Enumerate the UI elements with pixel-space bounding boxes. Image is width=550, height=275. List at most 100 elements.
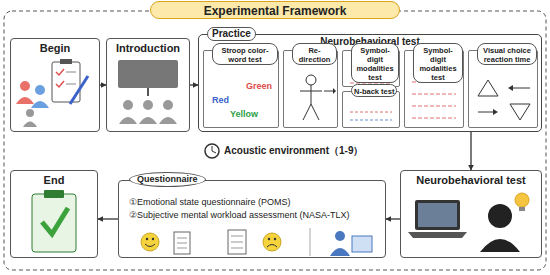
box-title: Re-direction: [292, 43, 337, 65]
introduction-icon: [118, 60, 178, 124]
test-group-box: PracticeNeurobehavioral testStroop color…: [198, 34, 542, 132]
box-title: Symbol-digit modalities test: [351, 43, 399, 83]
test-icon-part: [408, 232, 467, 238]
flow-arrow: [98, 218, 118, 219]
reaction-symbols-part: [512, 88, 530, 89]
redirection-figure-part: [303, 104, 311, 120]
flow-arrow: [470, 132, 471, 170]
end-icon-part: [32, 194, 76, 252]
outer-frame: [4, 11, 546, 270]
box-title: Visual choice reaction time: [477, 43, 537, 65]
introduction-icon-part: [123, 100, 133, 110]
redirection-figure-part: [300, 91, 322, 92]
box-text: ②Subjective mental workload assessment (…: [129, 209, 377, 222]
redirection-figure-part: [324, 91, 333, 92]
redirection-figure-part: [333, 88, 336, 94]
questionnaire-icons-part: [310, 228, 311, 256]
begin-icon-part: [60, 59, 72, 64]
begin-icon: [16, 59, 88, 127]
test-icon-part: [480, 239, 520, 252]
questionnaire-icons-part: [141, 233, 159, 251]
questionnaire-icons-part: [335, 231, 345, 241]
test-icon-part: [418, 203, 457, 227]
box-title: N-back test: [351, 84, 397, 97]
test-box: Symbol-digit modalities test: [342, 50, 400, 87]
box-title: Questionnaire: [129, 172, 206, 187]
test-box: Visual choice reaction time: [468, 50, 538, 128]
outer-frame-part: [4, 11, 546, 270]
test-box: Symbol-digit modalities test: [404, 50, 464, 128]
box-title: Stroop color-word test: [212, 43, 278, 65]
questionnaire-icons-part: [267, 245, 277, 248]
begin-icon-part: [56, 81, 64, 87]
introduction-icon-part: [139, 117, 157, 124]
questionnaire-icons-part: [145, 244, 155, 247]
questionnaire-icons-part: [268, 238, 270, 240]
stage-box: Begin: [10, 38, 100, 132]
questionnaire-icons-part: [177, 243, 187, 244]
introduction-icon-part: [159, 117, 177, 124]
reaction-symbols-part: [493, 109, 498, 115]
questionnaire-icons-part: [231, 236, 243, 237]
introduction-icon-part: [119, 117, 137, 124]
introduction-icon-part: [118, 60, 178, 88]
end-icon: [32, 190, 76, 252]
questionnaire-box: Questionnaire①Emotional state questionna…: [118, 180, 386, 258]
questionnaire-icons-part: [274, 238, 276, 240]
begin-icon-part: [56, 69, 64, 75]
reaction-symbols-part: [510, 104, 530, 120]
test-icon-part: [519, 207, 525, 211]
questionnaire-icons-part: [352, 236, 372, 252]
questionnaire-icons-part: [263, 233, 281, 251]
questionnaire-icons-part: [231, 242, 243, 243]
test-icon-part: [515, 193, 529, 207]
reaction-symbols: [478, 80, 530, 120]
questionnaire-icons-part: [177, 238, 187, 239]
digit-scribbles-part: [350, 120, 392, 121]
stage-box: Introduction: [106, 38, 190, 132]
introduction-icon-part: [143, 100, 153, 110]
clock-icon-part: [212, 151, 216, 153]
box-title: End: [11, 171, 97, 187]
reaction-symbols-part: [478, 80, 498, 96]
redirection-figure-part: [306, 75, 316, 85]
clock-icon-part: [212, 146, 213, 151]
questionnaire-icons-part: [174, 232, 190, 254]
end-icon-part: [44, 190, 64, 198]
digit-scribbles: [350, 82, 456, 120]
box-title: Begin: [11, 39, 99, 55]
digit-scribbles-part: [412, 106, 456, 107]
box-text: ①Emotional state questionnaire (POMS): [129, 196, 377, 209]
begin-icon-part: [66, 84, 76, 85]
stage-box: Neurobehavioral test: [400, 170, 542, 258]
test-icon: [408, 193, 529, 252]
digit-scribbles-part: [412, 118, 456, 119]
end-icon-part: [42, 208, 68, 234]
test-icon-part: [488, 204, 512, 228]
questionnaire-icons-part: [146, 238, 148, 240]
redirection-figure: [300, 75, 336, 120]
begin-icon-part: [23, 122, 37, 128]
box-title: Introduction: [107, 39, 189, 55]
begin-icon-part: [20, 81, 30, 91]
begin-icon-part: [16, 97, 34, 104]
diagram-title: Experimental Framework: [150, 1, 400, 19]
test-icon-part: [415, 200, 460, 230]
condition-label: Acoustic environment（1-9）: [222, 145, 365, 157]
stroop-word: Red: [212, 95, 229, 106]
questionnaire-icons-part: [231, 248, 243, 249]
questionnaire-icons-part: [330, 248, 350, 256]
digit-scribbles-part: [412, 94, 456, 95]
questionnaire-icons-part: [228, 230, 246, 254]
clock-icon-part: [205, 144, 219, 158]
reaction-symbols-part: [478, 112, 494, 113]
redirection-figure-part: [311, 85, 312, 104]
stroop-word: Green: [246, 81, 272, 92]
redirection-figure-part: [311, 104, 319, 120]
clock-icon: [205, 144, 219, 158]
questionnaire-icons-part: [177, 248, 187, 249]
begin-icon-part: [66, 72, 76, 73]
